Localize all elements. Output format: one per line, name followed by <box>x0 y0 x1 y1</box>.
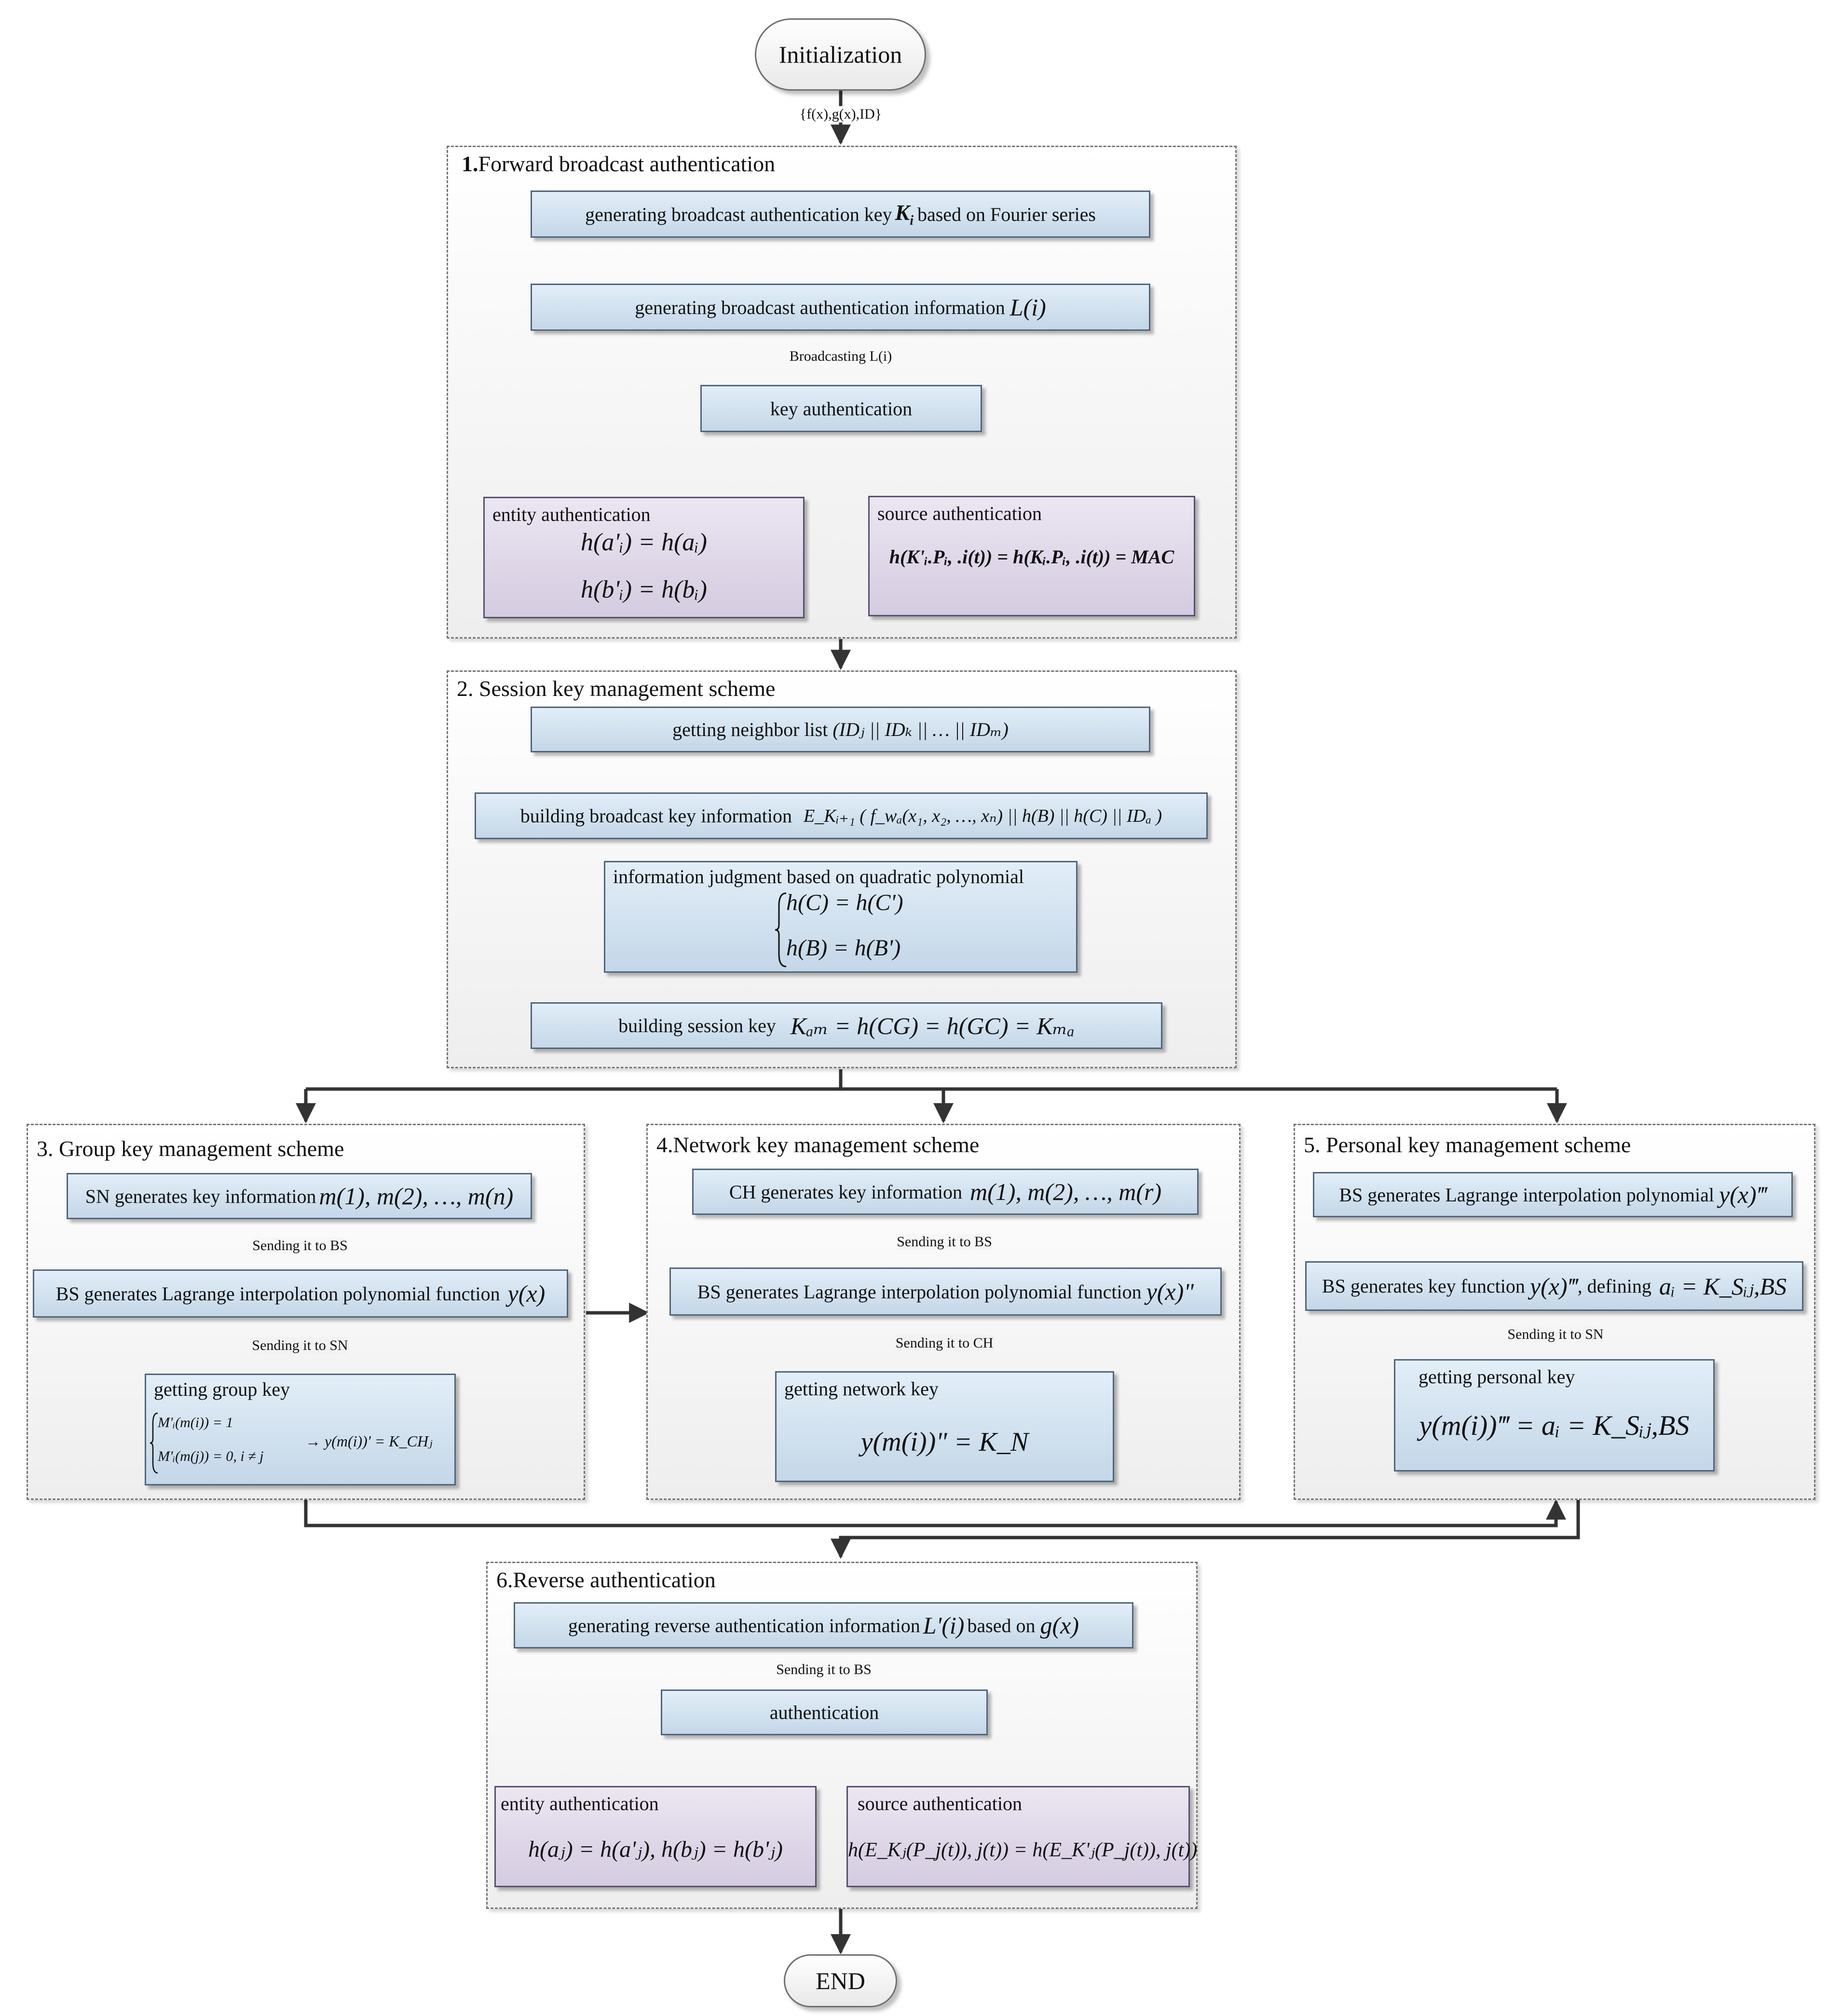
s1-entity-title: entity authentication <box>492 504 651 525</box>
s3-b3-formula-2: M'ᵢ(m(j)) = 0, i ≠ j <box>158 1448 264 1464</box>
s1-source-title: source authentication <box>877 503 1042 524</box>
section-2-title: 2. Session key management scheme <box>457 676 776 701</box>
s4-b3-formula: y(m(i))" = K_N <box>860 1427 1029 1457</box>
s2-b2-text: building broadcast key information <box>520 805 792 827</box>
s3-lagrange-box: BS generates Lagrange interpolation poly… <box>33 1269 568 1318</box>
s5-edge-label: Sending it to SN <box>1507 1326 1604 1343</box>
s1-key-authentication-box: key authentication <box>700 385 982 432</box>
s2-brace <box>775 892 787 967</box>
s2-info-judgment-box: information judgment based on quadratic … <box>604 861 1078 973</box>
s4-b1-text: CH generates key information <box>729 1181 963 1203</box>
s3-sn-key-info-box: SN generates key information m(1), m(2),… <box>67 1173 532 1219</box>
s6-source-title: source authentication <box>858 1793 1022 1814</box>
section-1-title: 1.Forward broadcast authentication <box>462 151 775 177</box>
s1-entity-formula-1: h(a'ᵢ) = h(aᵢ) <box>581 529 707 556</box>
s4-ch-key-info-box: CH generates key information m(1), m(2),… <box>692 1169 1199 1215</box>
s6-entity-formula: h(aⱼ) = h(a'ⱼ), h(bⱼ) = h(b'ⱼ) <box>528 1837 783 1862</box>
s4-lagrange-box: BS generates Lagrange interpolation poly… <box>669 1267 1222 1316</box>
s6-edge-label: Sending it to BS <box>776 1662 872 1678</box>
s2-b3-formula-1: h(C) = h(C') <box>786 890 903 915</box>
s3-b3-formula-1: M'ᵢ(m(i)) = 1 <box>158 1415 233 1430</box>
s6-entity-auth-box: entity authentication h(aⱼ) = h(a'ⱼ), h(… <box>494 1786 817 1887</box>
s6-b1-text: generating reverse authentication inform… <box>568 1614 920 1636</box>
s3-b2-formula: y(x) <box>507 1280 546 1307</box>
section-3-title: 3. Group key management scheme <box>37 1136 344 1161</box>
section-1-number: 1. <box>462 151 478 176</box>
section-4-title: 4.Network key management scheme <box>656 1132 980 1157</box>
s5-b2-text-2: , defining <box>1577 1275 1651 1297</box>
s5-b3-title: getting personal key <box>1419 1366 1575 1388</box>
s1-b1-tail: based on Fourier series <box>917 203 1096 225</box>
s5-lagrange-box: BS generates Lagrange interpolation poly… <box>1313 1172 1793 1217</box>
section-1-title-text: Forward broadcast authentication <box>478 151 776 176</box>
s1-auth-info-box: generating broadcast authentication info… <box>531 284 1150 331</box>
s6-entity-title: entity authentication <box>501 1793 659 1814</box>
s4-network-key-box: getting network key y(m(i))" = K_N <box>775 1371 1114 1482</box>
section-6-title: 6.Reverse authentication <box>496 1567 716 1592</box>
s2-neighbor-list-box: getting neighbor list (IDⱼ || IDₖ || … |… <box>531 707 1150 752</box>
s5-personal-key-box: getting personal key y(m(i))‴ = aᵢ = K_S… <box>1394 1359 1715 1471</box>
s1-entity-auth-box: entity authentication h(a'ᵢ) = h(aᵢ) h(b… <box>483 497 805 618</box>
s3-edge-label-1: Sending it to BS <box>252 1238 348 1254</box>
s6-b1-formula-2: g(x) <box>1040 1612 1079 1639</box>
s1-source-auth-box: source authentication h(K'ᵢ.Pᵢ, .i(t)) =… <box>868 496 1195 616</box>
s1-b3-text: key authentication <box>770 397 913 420</box>
s5-b1-text: BS generates Lagrange interpolation poly… <box>1339 1184 1714 1206</box>
s1-key-generation-box: generating broadcast authentication key … <box>531 191 1150 238</box>
s4-edge-label-2: Sending it to CH <box>895 1335 994 1351</box>
s4-b2-formula: y(x)" <box>1146 1278 1194 1305</box>
s1-b1-var: K <box>895 200 910 225</box>
s1-b1-text: generating broadcast authentication key <box>585 203 892 225</box>
s1-b1-sub: i <box>910 213 914 229</box>
merge-from-s3 <box>304 1499 1566 1527</box>
s2-b1-text: getting neighbor list <box>672 719 828 740</box>
init-edge-label: {f(x),g(x),ID} <box>799 106 882 123</box>
s2-b1-formula: (IDⱼ || IDₖ || … || IDₘ) <box>832 719 1009 740</box>
start-terminal: Initialization <box>755 18 926 91</box>
s2-b3-title: information judgment based on quadratic … <box>613 866 1024 887</box>
s6-b1-text-2: based on <box>967 1614 1036 1636</box>
s3-brace <box>150 1412 158 1474</box>
s5-b1-formula: y(x)‴ <box>1719 1181 1767 1208</box>
s4-edge-label-1: Sending it to BS <box>897 1234 992 1250</box>
s3-b3-title: getting group key <box>154 1378 290 1400</box>
s4-b1-formula: m(1), m(2), …, m(r) <box>970 1178 1162 1205</box>
s3-edge-label-2: Sending it to SN <box>252 1337 348 1354</box>
s4-b3-title: getting network key <box>784 1378 939 1400</box>
s1-source-formula: h(K'ᵢ.Pᵢ, .i(t)) = h(Kᵢ.Pᵢ, .i(t)) = MAC <box>889 546 1174 568</box>
s5-b2-text: BS generates key function <box>1322 1275 1525 1297</box>
s5-b2-formula-1: y(x)‴ <box>1529 1272 1578 1300</box>
s2-b4-text: building session key <box>618 1015 776 1036</box>
s6-b2-text: authentication <box>769 1702 879 1723</box>
section-5-title: 5. Personal key management scheme <box>1304 1132 1631 1157</box>
start-label: Initialization <box>778 41 902 68</box>
s5-b3-formula: y(m(i))‴ = aᵢ = K_Sᵢⱼ,BS <box>1419 1410 1690 1441</box>
end-terminal: END <box>784 1954 897 2007</box>
s2-b4-formula: Kₐₘ = h(CG) = h(GC) = Kₘₐ <box>790 1012 1075 1039</box>
s3-b1-text: SN generates key information <box>85 1185 316 1207</box>
s6-reverse-info-box: generating reverse authentication inform… <box>514 1602 1133 1648</box>
s6-authentication-box: authentication <box>661 1689 988 1735</box>
s4-b2-text: BS generates Lagrange interpolation poly… <box>697 1280 1142 1303</box>
s2-b2-formula: E_Kᵢ₊₁ ( f_wₐ(x₁, x₂, …, xₙ) || h(B) || … <box>803 806 1162 826</box>
s6-b1-formula-1: L'(i) <box>923 1612 965 1639</box>
s1-entity-formula-2: h(b'ᵢ) = h(bᵢ) <box>581 576 707 603</box>
s5-b2-formula-2: aᵢ = K_Sᵢⱼ,BS <box>1659 1272 1787 1300</box>
s3-group-key-box: getting group key M'ᵢ(m(i)) = 1 M'ᵢ(m(j)… <box>145 1374 456 1485</box>
s1-b2-formula: L(i) <box>1010 294 1046 321</box>
s1-broadcast-edge-label: Broadcasting L(i) <box>789 348 892 365</box>
s2-broadcast-key-info-box: building broadcast key information E_Kᵢ₊… <box>475 792 1208 839</box>
s2-b3-formula-2: h(B) = h(B') <box>786 935 901 961</box>
s3-b2-text: BS generates Lagrange interpolation poly… <box>55 1282 500 1305</box>
s1-b2-text: generating broadcast authentication info… <box>635 296 1005 318</box>
s5-key-function-box: BS generates key function y(x)‴ , defini… <box>1305 1261 1803 1311</box>
merge-from-s5 <box>831 1500 1580 1559</box>
s6-source-formula: h(E_Kⱼ(P_j(t)), j(t)) = h(E_K'ⱼ(P_j(t)),… <box>848 1839 1198 1861</box>
s6-source-auth-box: source authentication h(E_Kⱼ(P_j(t)), j(… <box>846 1786 1198 1887</box>
end-label: END <box>816 1967 865 1994</box>
s3-b1-formula: m(1), m(2), …, m(n) <box>319 1183 514 1210</box>
s2-session-key-box: building session key Kₐₘ = h(CG) = h(GC)… <box>531 1002 1162 1049</box>
s3-b3-formula-3: → y(m(i))' = K_CHⱼ <box>305 1432 433 1450</box>
